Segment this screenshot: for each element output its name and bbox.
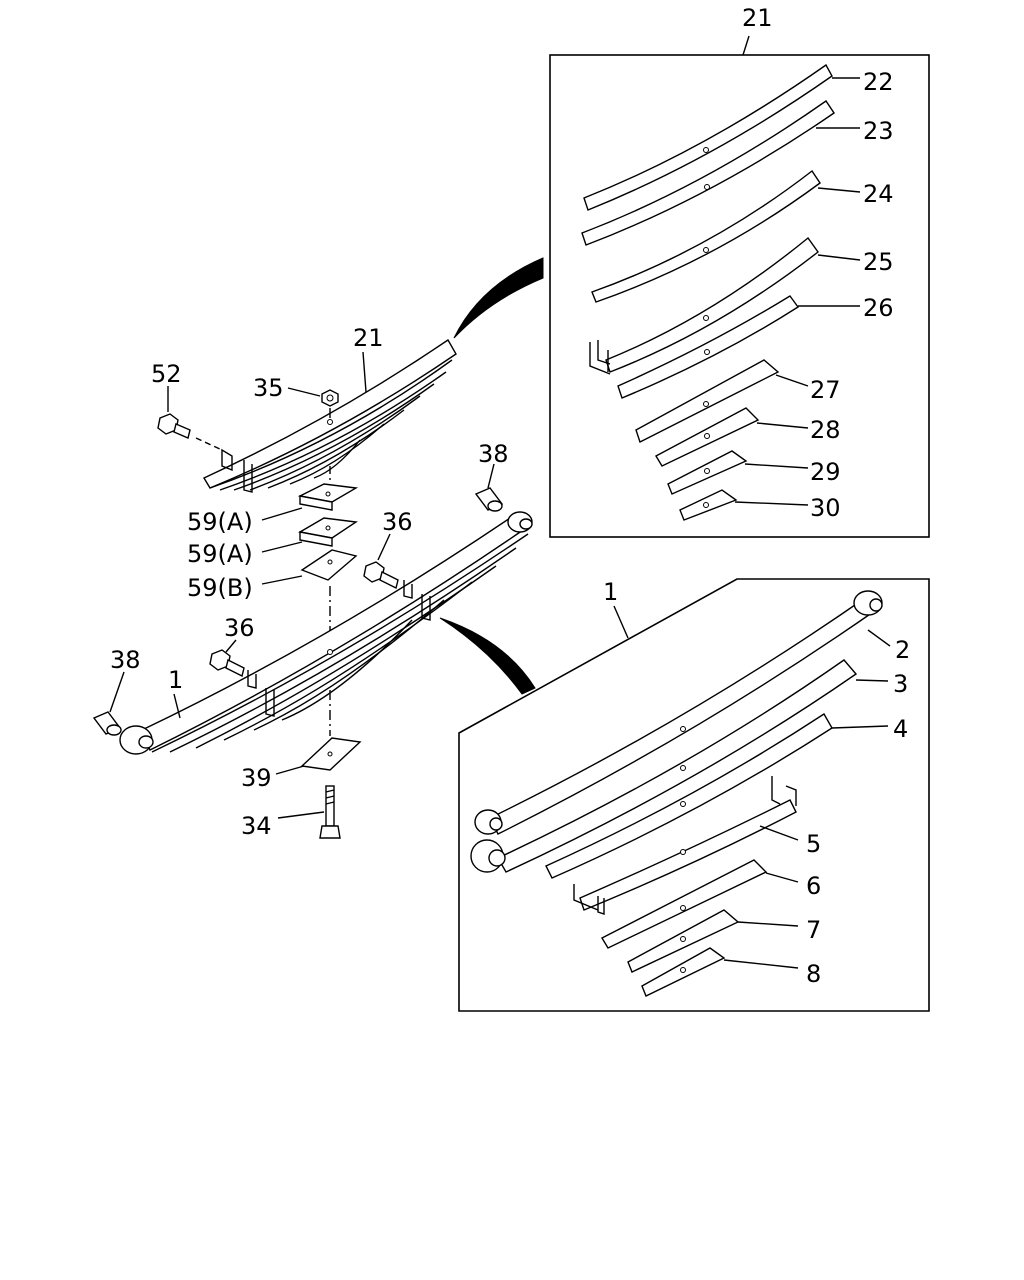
- detail-box-lower: 1 2 3 4: [458, 578, 930, 1012]
- plate-39: 39: [241, 737, 362, 792]
- label-25: 25: [863, 248, 894, 276]
- label-27: 27: [810, 376, 841, 404]
- nut-35: 35: [253, 374, 339, 425]
- leaf-24: 24: [591, 169, 894, 303]
- label-38-left: 38: [110, 646, 141, 674]
- label-2: 2: [895, 636, 910, 664]
- label-59b: 59(B): [187, 574, 253, 602]
- shim-59a-1: 59(A): [187, 483, 359, 536]
- label-3: 3: [893, 670, 908, 698]
- leaf-27: 27: [635, 359, 841, 443]
- leaf-3: 3: [470, 659, 908, 873]
- bolt-36-left: 36: [209, 614, 255, 678]
- leaf-30: 30: [679, 489, 841, 522]
- label-8: 8: [806, 960, 821, 988]
- detail-box-upper: 21 22 23 24 25: [549, 4, 930, 538]
- label-59a-1: 59(A): [187, 508, 253, 536]
- bolt-34: 34: [241, 785, 341, 840]
- label-22: 22: [863, 68, 894, 96]
- label-52: 52: [151, 360, 182, 388]
- label-4: 4: [893, 715, 908, 743]
- label-59a-2: 59(A): [187, 540, 253, 568]
- label-30: 30: [810, 494, 841, 522]
- label-39: 39: [241, 764, 272, 792]
- label-35: 35: [253, 374, 284, 402]
- bushing-38-left: 38: [92, 646, 141, 736]
- label-main-21: 21: [353, 324, 384, 352]
- label-7: 7: [806, 916, 821, 944]
- shim-59b: 59(B): [187, 549, 358, 602]
- leaf-5: 5: [573, 776, 821, 915]
- label-38-right: 38: [478, 440, 509, 468]
- label-28: 28: [810, 416, 841, 444]
- leaf-28: 28: [655, 407, 841, 467]
- label-6: 6: [806, 872, 821, 900]
- label-box-lower-1: 1: [603, 578, 618, 606]
- leaf-25: 25: [589, 236, 894, 375]
- spring-assembly-upper: 35 21 52: [151, 324, 457, 493]
- leaf-4: 4: [545, 713, 908, 879]
- label-box-upper-21: 21: [742, 4, 773, 32]
- label-26: 26: [863, 294, 894, 322]
- bolt-52: 52: [151, 360, 223, 451]
- pointer-arc-upper: [453, 257, 544, 339]
- bolt-36-right: 36: [363, 508, 413, 590]
- leaf-26: 26: [617, 294, 894, 399]
- leaf-7: 7: [627, 909, 821, 973]
- label-24: 24: [863, 180, 894, 208]
- leaf-22: 22: [583, 63, 894, 211]
- shim-59a-2: 59(A): [187, 517, 358, 568]
- leaf-2: 2: [474, 590, 910, 835]
- leaf-29: 29: [667, 450, 841, 495]
- leaf-8: 8: [641, 947, 821, 997]
- leaf-23: 23: [581, 100, 894, 246]
- label-23: 23: [863, 117, 894, 145]
- leaf-6: 6: [601, 859, 821, 949]
- label-34: 34: [241, 812, 272, 840]
- spring-assembly-lower: 1: [119, 511, 533, 755]
- pointer-arc-lower: [439, 617, 536, 695]
- label-29: 29: [810, 458, 841, 486]
- label-main-1: 1: [168, 666, 183, 694]
- label-5: 5: [806, 830, 821, 858]
- label-36-left: 36: [224, 614, 255, 642]
- label-36-right: 36: [382, 508, 413, 536]
- bushing-38-right: 38: [474, 440, 509, 512]
